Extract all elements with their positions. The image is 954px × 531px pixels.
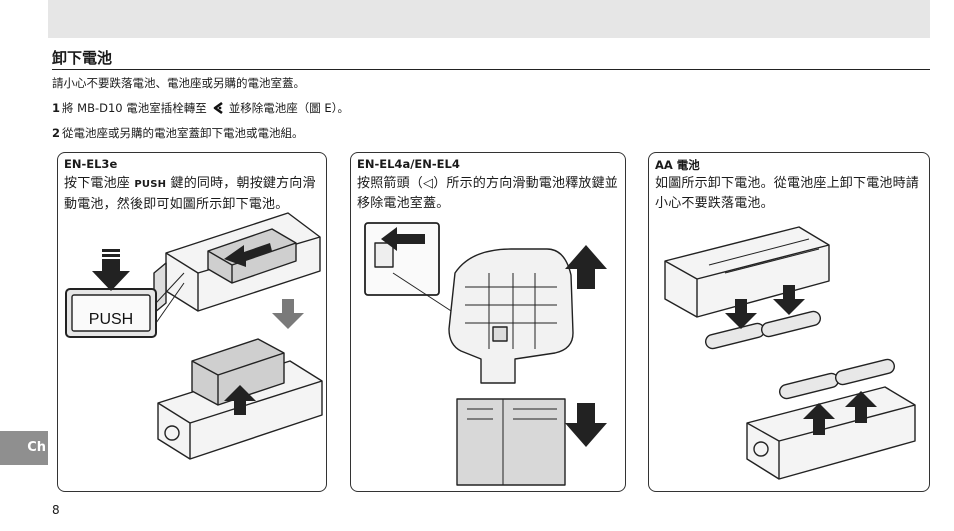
latch-turn-icon: [213, 101, 223, 115]
gray-down-arrow-icon: [272, 299, 304, 329]
aa-battery-lifted-2: [834, 358, 896, 386]
panel-aa: AA 電池 如圖所示卸下電池。從電池座上卸下電池時請小心不要跌落電池。: [648, 152, 930, 492]
panel-en-el3e-title: EN-EL3e: [64, 157, 118, 171]
page-number: 8: [52, 503, 60, 517]
aa-battery-lifted-1: [778, 372, 840, 400]
step-1-text-before: 將 MB-D10 電池室插栓轉至: [62, 101, 207, 115]
panel-en-el3e-text: 按下電池座 PUSH 鍵的同時，朝按鍵方向滑動電池，然後即可如圖所示卸下電池。: [64, 176, 316, 212]
step-2-text: 從電池座或另購的電池室蓋卸下電池或電池組。: [62, 126, 304, 140]
push-label: PUSH: [89, 311, 133, 328]
aa-battery-loose-1: [704, 322, 766, 350]
en-el4-illustration: [364, 222, 607, 486]
panel-aa-text: 如圖所示卸下電池。從電池座上卸下電池時請小心不要跌落電池。: [655, 176, 920, 211]
release-left-arrow-icon: [381, 227, 425, 251]
lift-up-arrow-icon: [224, 385, 256, 415]
panel-aa-title: AA 電池: [655, 158, 700, 172]
drop-down-arrow-icon-1: [725, 299, 757, 329]
step-1-number: 1: [52, 101, 61, 115]
language-tab: Ch: [0, 431, 48, 465]
battery-en-el4: [456, 398, 566, 486]
panel-en-el4-text: 按照箭頭（◁）所示的方向滑動電池釋放鍵並移除電池室蓋。: [357, 176, 618, 211]
header-band: [48, 0, 930, 38]
battery-cover: [448, 248, 574, 384]
drop-down-arrow-icon-2: [773, 285, 805, 315]
aa-battery-loose-2: [760, 310, 822, 338]
intro-text: 請小心不要跌落電池、電池座或另購的電池室蓋。: [52, 76, 305, 90]
slide-left-arrow-icon: [224, 243, 272, 267]
panel-en-el3e: PUSH EN-EL3e 按下電池座 PUSH 鍵的同時，朝按鍵方向滑動電池，然…: [57, 152, 327, 492]
lift-up-arrow-icon-2: [845, 391, 877, 423]
push-key-label: PUSH: [134, 179, 167, 190]
aa-tray-top: [664, 226, 830, 318]
lift-up-arrow-icon-1: [803, 403, 835, 435]
step-1-text-after: 並移除電池座（圖 E）。: [228, 101, 349, 115]
language-tab-label: Ch: [27, 440, 46, 455]
section-title: 卸下電池: [52, 49, 113, 67]
push-down-arrow-icon: [92, 249, 130, 291]
step-2-number: 2: [52, 126, 61, 140]
title-rule: [52, 69, 930, 70]
en-el3e-illustration: PUSH: [65, 212, 323, 460]
aa-tray-bottom: [746, 386, 916, 480]
battery-en-el3e-bottom: [191, 338, 285, 406]
panel-en-el4-title: EN-EL4a/EN-EL4: [357, 157, 460, 171]
pull-down-arrow-icon: [565, 403, 607, 447]
aa-illustration: [664, 226, 916, 480]
panel-en-el4: EN-EL4a/EN-EL4 按照箭頭（◁）所示的方向滑動電池釋放鍵並移除電池室…: [350, 152, 626, 492]
lift-up-arrow-icon: [565, 245, 607, 289]
